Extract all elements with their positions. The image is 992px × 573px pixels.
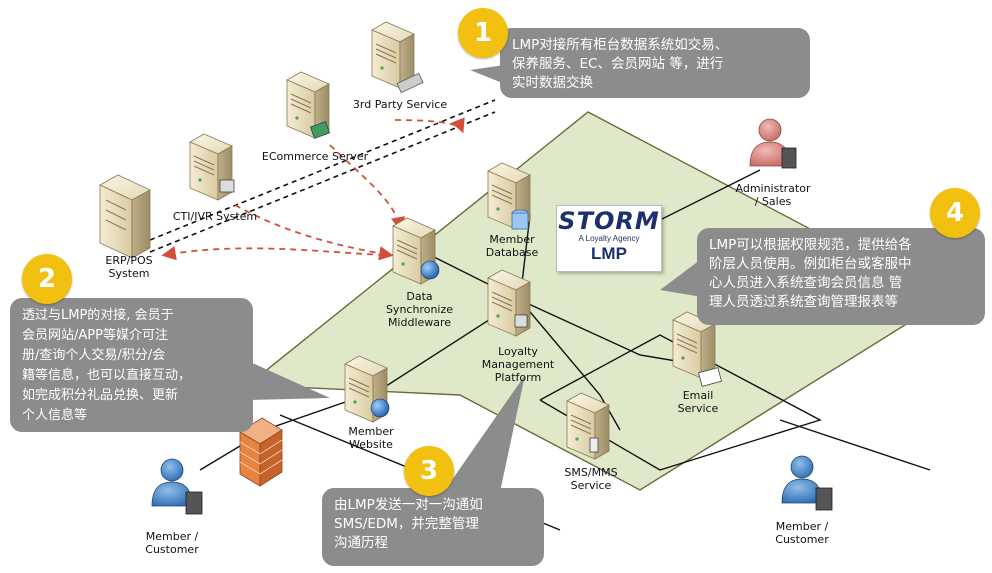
mobile-phone-icon xyxy=(589,437,599,453)
sms-server-icon xyxy=(566,392,610,460)
logo-brand: STORM xyxy=(558,207,660,235)
storm-lmp-logo: STORM A Loyalty Agency LMP xyxy=(556,205,662,272)
third-party-label: 3rd Party Service xyxy=(352,98,448,111)
phone-icon xyxy=(219,179,235,193)
callout-3-badge: 3 xyxy=(404,446,454,496)
administrator-label: Administrator / Sales xyxy=(735,182,811,208)
envelope-icon xyxy=(698,367,722,387)
firewall-icon xyxy=(239,417,283,487)
member-left-label: Member / Customer xyxy=(145,530,199,556)
data-sync-label: Data Synchronize Middleware xyxy=(385,290,454,329)
member-right-laptop-icon xyxy=(815,487,833,511)
card-icon xyxy=(309,121,331,139)
member-left-laptop-icon xyxy=(185,491,203,515)
email-service-label: Email Service xyxy=(677,389,719,415)
member-right-label: Member / Customer xyxy=(775,520,829,546)
admin-laptop-icon xyxy=(781,147,797,169)
erp-pos-label: ERP/POS System xyxy=(105,254,153,280)
callout-2-text: 透过与LMP的对接, 会员于 会员网站/APP等媒介可注 册/查询个人交易/积分… xyxy=(10,298,253,432)
erp-pos-cabinet-icon xyxy=(99,174,151,259)
callout-1-text: LMP对接所有柜台数据系统如交易、 保养服务、EC、会员网站 等，进行 实时数据… xyxy=(500,28,810,98)
cti-ivr-label: CTI/IVR System xyxy=(172,210,258,223)
globe-icon xyxy=(370,398,390,418)
member-database-label: Member Database xyxy=(485,233,539,259)
member-website-label: Member Website xyxy=(348,425,394,451)
callout-2-badge: 2 xyxy=(22,254,72,304)
callout-4-text: LMP可以根据权限规范，提供给各 阶层人员使用。例如柜台或客服中 心人员进入系统… xyxy=(697,228,985,325)
logo-tagline: A Loyalty Agency xyxy=(578,234,640,243)
platform-area xyxy=(246,111,947,491)
ecommerce-label: ECommerce Server xyxy=(261,150,369,163)
callout-4-badge: 4 xyxy=(930,188,980,238)
logo-product: LMP xyxy=(591,244,627,263)
keyboard-icon xyxy=(396,72,424,94)
monitor-icon xyxy=(514,314,528,328)
sync-icon xyxy=(420,260,440,280)
sms-service-label: SMS/MMS Service xyxy=(564,466,618,492)
lmp-platform-label: Loyalty Management Platform xyxy=(481,345,555,384)
callout-3-text: 由LMP发送一对一沟通如 SMS/EDM，并完整管理 沟通历程 xyxy=(322,488,544,566)
third-party-server-icon xyxy=(371,21,415,89)
callout-1-badge: 1 xyxy=(458,8,508,58)
